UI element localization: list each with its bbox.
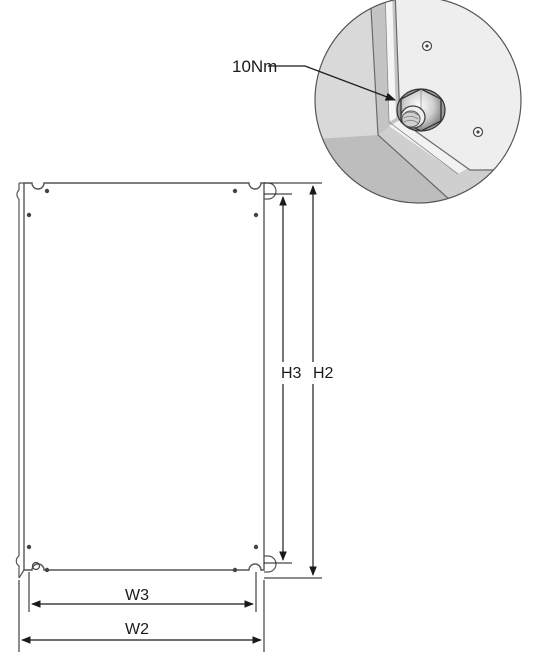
w2-label: W2 (125, 621, 149, 638)
plate-outline (23, 182, 265, 571)
h2-label: H2 (313, 365, 334, 382)
detail-view (314, 0, 522, 204)
dimension-h3: H3 (264, 193, 309, 564)
torque-callout: 10Nm (232, 57, 396, 101)
torque-label: 10Nm (232, 57, 277, 76)
dimension-h2: H2 (264, 182, 342, 579)
plate-hole-icon (253, 544, 259, 550)
plate-hole-icon (26, 212, 32, 218)
nut-bolt-icon (396, 88, 446, 132)
plate-hole-icon (232, 188, 238, 194)
plate-hole-icon (44, 188, 50, 194)
mounting-plate (15, 182, 277, 579)
w3-label: W3 (125, 587, 149, 604)
plate-hole-icon (44, 567, 50, 573)
plate-slot-icon (31, 561, 41, 571)
torque-leader-line (268, 65, 396, 101)
plate-hole-icon (232, 567, 238, 573)
plate-hole-icon (26, 544, 32, 550)
plate-hole-icon (253, 212, 259, 218)
dimension-w3: W3 (28, 572, 257, 612)
h3-label: H3 (281, 365, 302, 382)
dimension-w2: W2 (18, 580, 265, 652)
detail-circle-outline (314, 0, 522, 204)
